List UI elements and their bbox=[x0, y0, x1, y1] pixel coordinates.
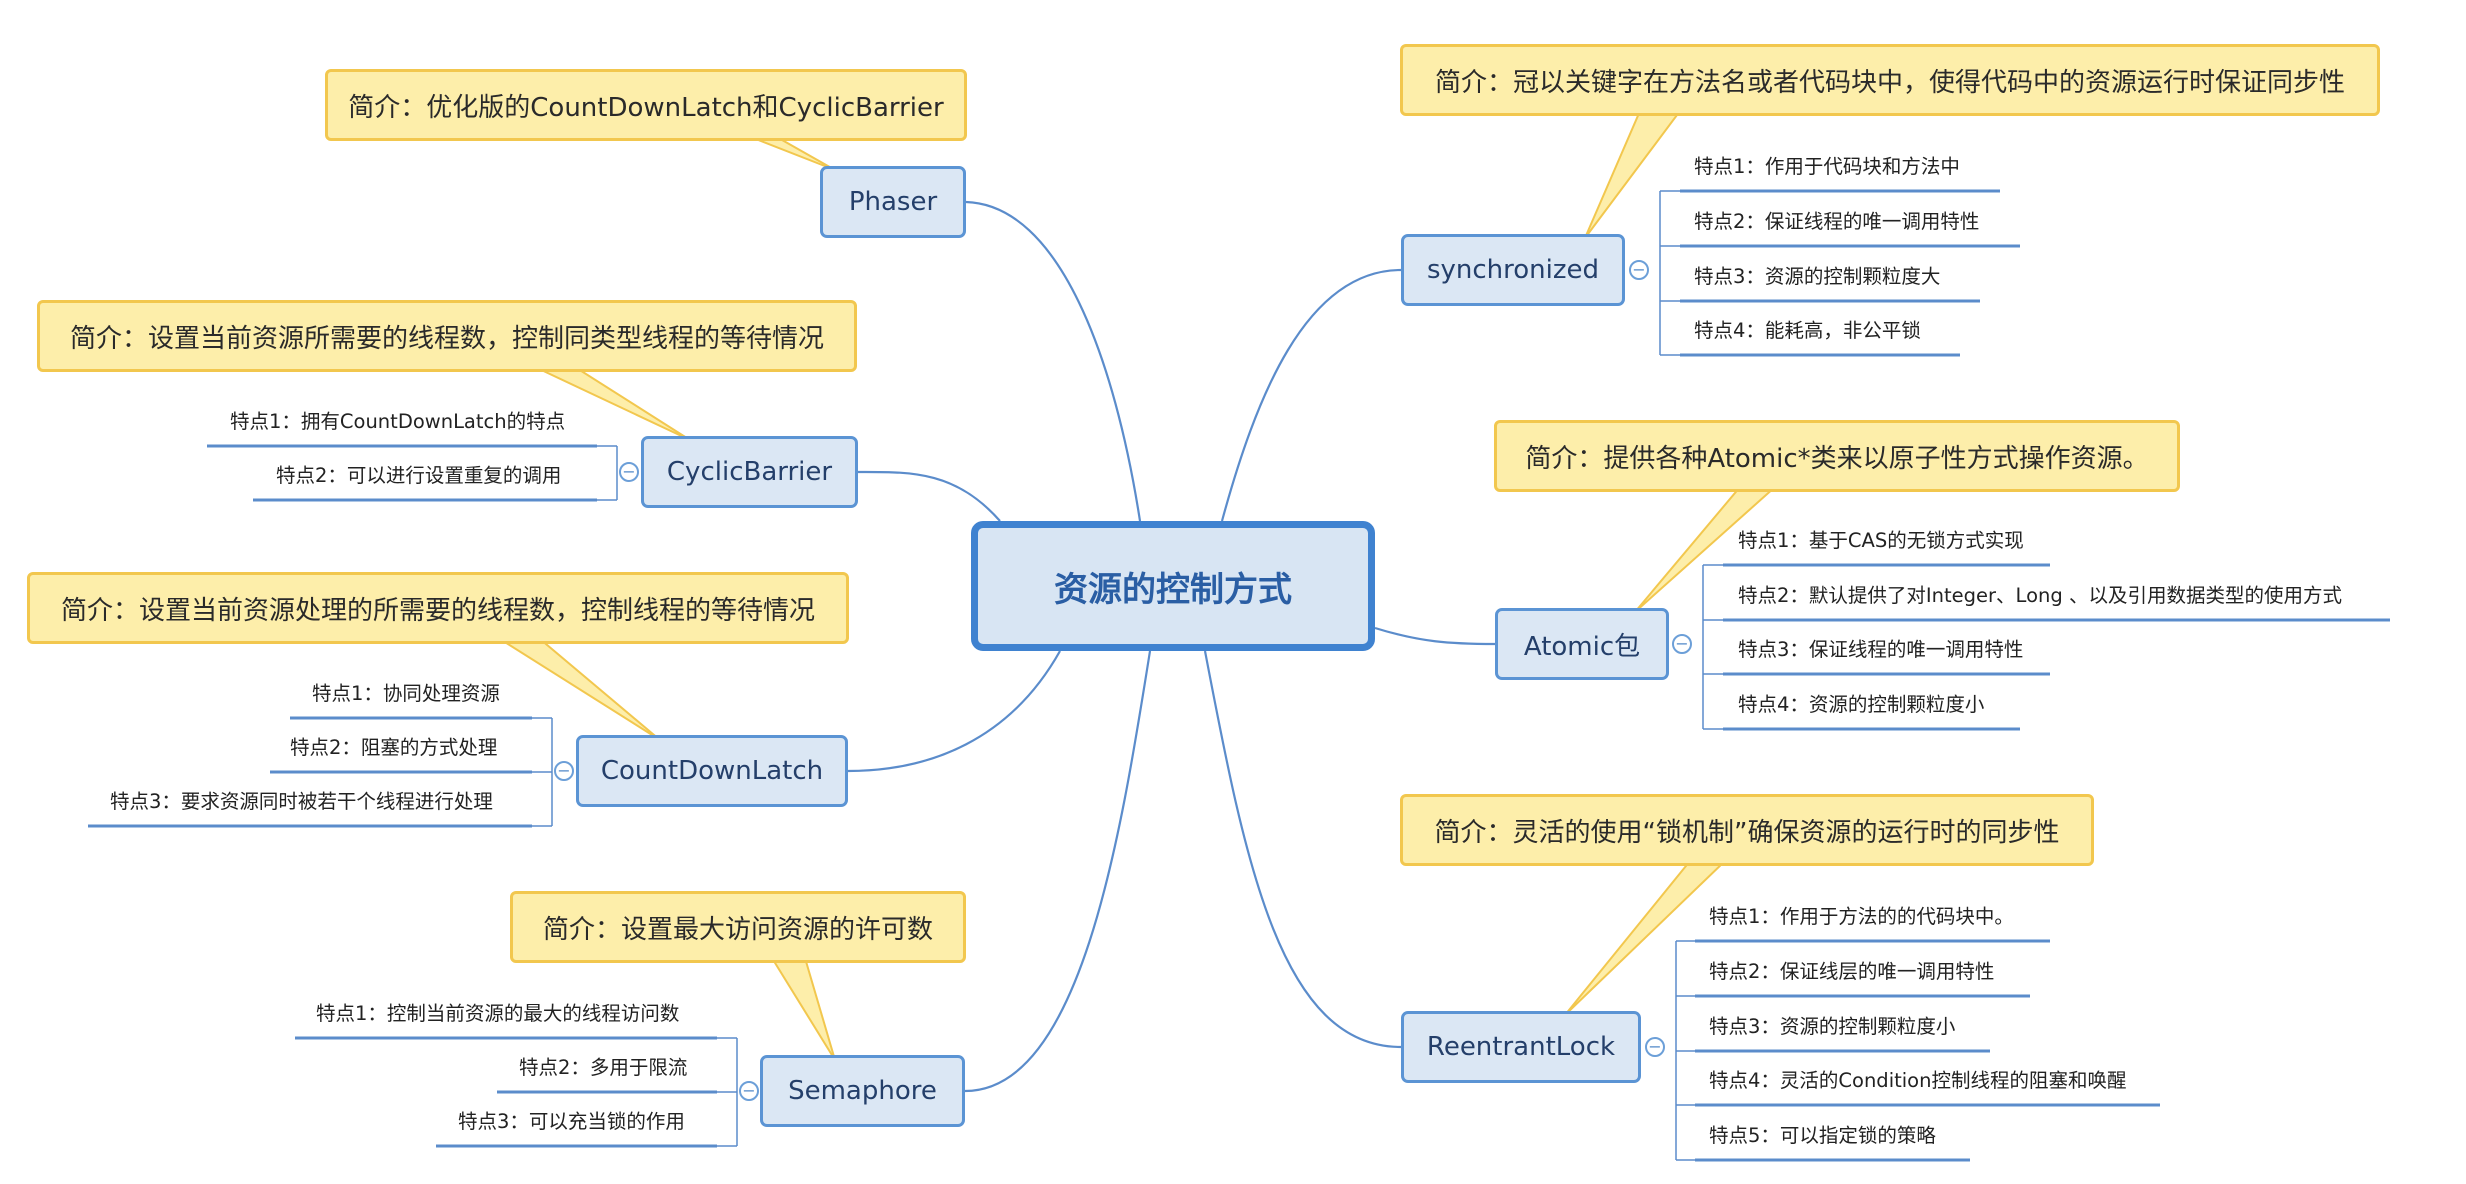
synchronized-collapse-toggle[interactable]: − bbox=[1629, 260, 1649, 280]
reentrantlock-feature-3[interactable]: 特点3：资源的控制颗粒度小 bbox=[1709, 1015, 1956, 1038]
semaphore-callout-pointer bbox=[770, 957, 836, 1061]
countdownlatch-feature-3[interactable]: 特点3：要求资源同时被若干个线程进行处理 bbox=[110, 790, 493, 813]
countdownlatch-collapse-toggle[interactable]: − bbox=[554, 761, 574, 781]
synchronized-intro-callout[interactable]: 简介：冠以关键字在方法名或者代码块中，使得代码中的资源运行时保证同步性 bbox=[1400, 44, 2380, 116]
semaphore-feature-3[interactable]: 特点3：可以充当锁的作用 bbox=[458, 1110, 685, 1133]
reentrantlock-branch-line bbox=[1203, 650, 1402, 1049]
atomic-branch-line bbox=[1374, 626, 1496, 646]
cyclicbarrier-feature-1[interactable]: 特点1：拥有CountDownLatch的特点 bbox=[230, 410, 566, 433]
cyclicbarrier-branch-line bbox=[857, 470, 1001, 522]
countdownlatch-feature-1[interactable]: 特点1：协同处理资源 bbox=[312, 682, 500, 705]
semaphore-feature-2[interactable]: 特点2：多用于限流 bbox=[519, 1056, 688, 1079]
atomic-feature-3[interactable]: 特点3：保证线程的唯一调用特性 bbox=[1738, 638, 2024, 661]
atomic-feature-1[interactable]: 特点1：基于CAS的无锁方式实现 bbox=[1738, 529, 2024, 552]
countdownlatch-callout-pointer bbox=[496, 638, 661, 741]
atomic-collapse-toggle[interactable]: − bbox=[1672, 634, 1692, 654]
countdownlatch-intro-callout[interactable]: 简介：设置当前资源处理的所需要的线程数，控制线程的等待情况 bbox=[27, 572, 849, 644]
reentrantlock-intro-callout[interactable]: 简介：灵活的使用“锁机制”确保资源的运行时的同步性 bbox=[1400, 794, 2094, 866]
reentrantlock-feature-1[interactable]: 特点1：作用于方法的的代码块中。 bbox=[1709, 905, 2014, 928]
countdownlatch-topic[interactable]: CountDownLatch bbox=[576, 735, 848, 807]
synchronized-feature-2[interactable]: 特点2：保证线程的唯一调用特性 bbox=[1694, 210, 1980, 233]
atomic-feature-2[interactable]: 特点2：默认提供了对Integer、Long 、以及引用数据类型的使用方式 bbox=[1738, 584, 2342, 607]
synchronized-feature-1[interactable]: 特点1：作用于代码块和方法中 bbox=[1694, 155, 1960, 178]
semaphore-collapse-toggle[interactable]: − bbox=[739, 1081, 759, 1101]
atomic-intro-callout[interactable]: 简介：提供各种Atomic*类来以原子性方式操作资源。 bbox=[1494, 420, 2180, 492]
synchronized-topic[interactable]: synchronized bbox=[1401, 234, 1625, 306]
phaser-callout-pointer bbox=[747, 135, 836, 171]
reentrantlock-feature-5[interactable]: 特点5：可以指定锁的策略 bbox=[1709, 1124, 1936, 1147]
reentrantlock-collapse-toggle[interactable]: − bbox=[1645, 1037, 1665, 1057]
countdownlatch-branch-line bbox=[847, 650, 1061, 773]
reentrantlock-callout-pointer bbox=[1564, 860, 1728, 1016]
semaphore-topic[interactable]: Semaphore bbox=[760, 1055, 965, 1127]
synchronized-branch-line bbox=[1220, 268, 1402, 522]
cyclicbarrier-collapse-toggle[interactable]: − bbox=[619, 462, 639, 482]
semaphore-feature-1[interactable]: 特点1：控制当前资源的最大的线程访问数 bbox=[316, 1002, 680, 1025]
cyclicbarrier-intro-callout[interactable]: 简介：设置当前资源所需要的线程数，控制同类型线程的等待情况 bbox=[37, 300, 857, 372]
phaser-intro-callout[interactable]: 简介：优化版的CountDownLatch和CyclicBarrier bbox=[325, 69, 967, 141]
semaphore-intro-callout[interactable]: 简介：设置最大访问资源的许可数 bbox=[510, 891, 966, 963]
countdownlatch-feature-2[interactable]: 特点2：阻塞的方式处理 bbox=[290, 736, 498, 759]
cyclicbarrier-topic[interactable]: CyclicBarrier bbox=[641, 436, 858, 508]
atomic-feature-4[interactable]: 特点4：资源的控制颗粒度小 bbox=[1738, 693, 1985, 716]
synchronized-feature-3[interactable]: 特点3：资源的控制颗粒度大 bbox=[1694, 265, 1941, 288]
synchronized-callout-pointer bbox=[1584, 110, 1682, 239]
phaser-topic[interactable]: Phaser bbox=[820, 166, 966, 238]
reentrantlock-feature-2[interactable]: 特点2：保证线层的唯一调用特性 bbox=[1709, 960, 1995, 983]
synchronized-feature-4[interactable]: 特点4：能耗高，非公平锁 bbox=[1694, 319, 1921, 342]
phaser-branch-line bbox=[965, 200, 1142, 522]
cyclicbarrier-feature-2[interactable]: 特点2：可以进行设置重复的调用 bbox=[276, 464, 562, 487]
reentrantlock-topic[interactable]: ReentrantLock bbox=[1401, 1011, 1641, 1083]
reentrantlock-feature-4[interactable]: 特点4：灵活的Condition控制线程的阻塞和唤醒 bbox=[1709, 1069, 2127, 1092]
central-topic[interactable]: 资源的控制方式 bbox=[971, 521, 1375, 651]
atomic-topic[interactable]: Atomic包 bbox=[1495, 608, 1669, 680]
semaphore-branch-line bbox=[964, 650, 1152, 1093]
